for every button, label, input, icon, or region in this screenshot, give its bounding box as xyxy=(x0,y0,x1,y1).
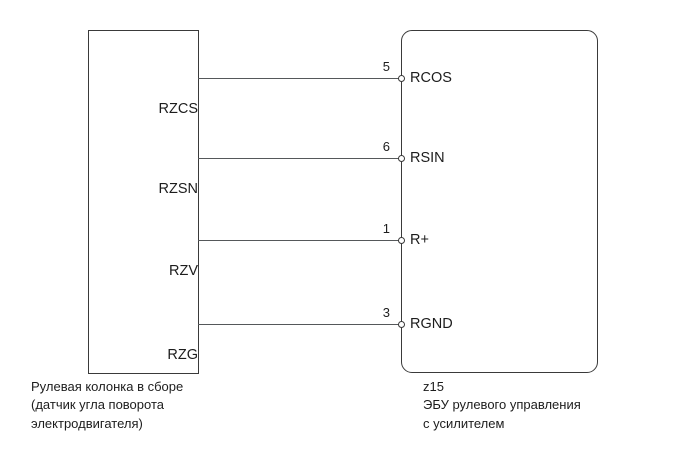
steering-column-caption: Рулевая колонка в сборе (датчик угла пов… xyxy=(31,379,184,431)
terminal-circle-rcos xyxy=(398,74,405,82)
pin-number-1: 1 xyxy=(382,221,390,236)
terminal-label-rzv: RZV xyxy=(169,263,198,279)
terminal-circle-rplus xyxy=(398,236,405,244)
steering-column-assembly-box: RZCS RZSN RZV RZG xyxy=(88,30,199,374)
pin-number-6: 6 xyxy=(382,139,390,154)
terminal-label-rzg: RZG xyxy=(167,347,198,363)
terminal-label-rzsn: RZSN xyxy=(158,181,198,197)
terminal-label-rgnd: RGND xyxy=(410,316,453,332)
terminal-circle-rsin xyxy=(398,154,405,162)
terminal-label-rplus: R+ xyxy=(410,232,429,248)
wire-rzsn-rsin xyxy=(198,158,401,159)
wire-rzv-rplus xyxy=(198,240,401,241)
pin-number-5: 5 xyxy=(382,59,390,74)
terminal-label-rcos: RCOS xyxy=(410,70,452,86)
terminal-label-rsin: RSIN xyxy=(410,150,445,166)
ecu-caption: z15 ЭБУ рулевого управления с усилителем xyxy=(423,379,581,431)
pin-number-3: 3 xyxy=(382,305,390,320)
wire-rzg-rgnd xyxy=(198,324,401,325)
terminal-label-rzcs: RZCS xyxy=(158,101,198,117)
wire-rzcs-rcos xyxy=(198,78,401,79)
terminal-circle-rgnd xyxy=(398,320,405,328)
power-steering-ecu-box xyxy=(401,30,598,373)
